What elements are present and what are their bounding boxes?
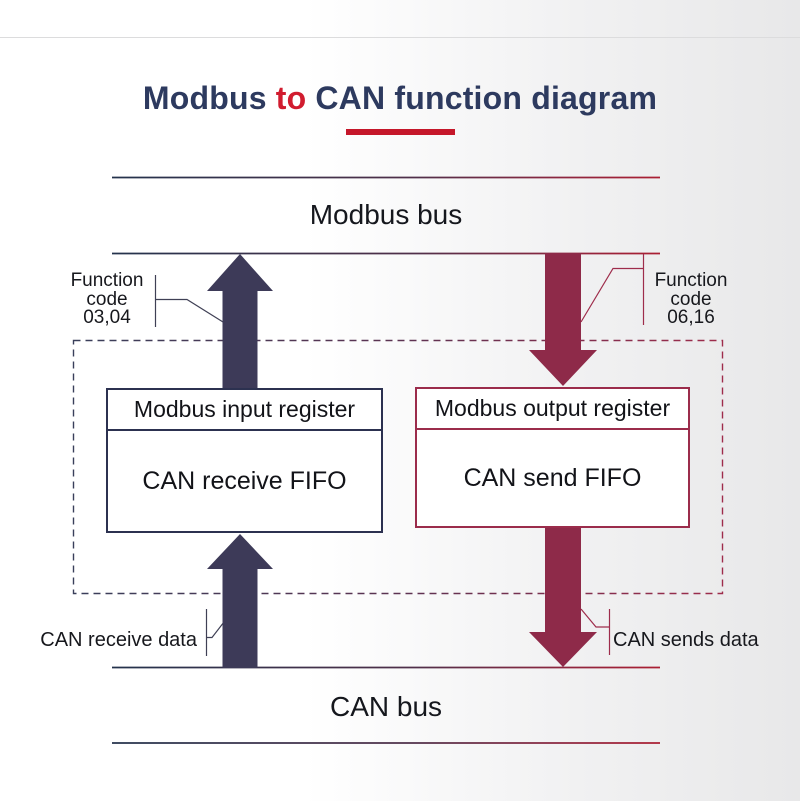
function-code-right-callout-line [580,254,645,325]
modbus-input-register-header: Modbus input register [108,390,381,431]
function-code-06-16-label: Function code 06,16 [654,270,728,328]
can-send-callout-line [580,608,611,655]
function-code-03-04-label: Function code 03,04 [70,270,144,328]
modbus-write-down-arrow [529,253,597,386]
can-bus-label: CAN bus [329,691,443,722]
can-receive-data-label: CAN receive data [40,629,197,651]
can-sends-data-label: CAN sends data [613,629,759,651]
can-receive-callout-line [205,609,225,656]
function-code-left-callout-line [154,275,224,327]
title-underline-bar [346,129,455,135]
can-send-down-arrow [529,528,597,667]
top-separator-line [0,37,800,38]
fifo-dashed-box [72,339,724,595]
page-title: Modbus to CAN function diagram [0,80,800,117]
modbus-input-register-box: Modbus input register CAN receive FIFO [106,388,383,533]
title-word-rest: CAN function diagram [315,80,658,116]
title-word-modbus: Modbus [142,80,267,116]
modbus-output-register-header: Modbus output register [417,389,688,430]
can-receive-up-arrow [207,534,273,668]
can-receive-fifo-cell: CAN receive FIFO [142,466,347,495]
modbus-bus-label: Modbus bus [309,199,463,230]
modbus-read-up-arrow [207,254,273,388]
modbus-output-register-box: Modbus output register CAN send FIFO [415,387,690,528]
can-send-fifo-cell: CAN send FIFO [463,463,642,492]
title-word-to: to [275,80,307,116]
